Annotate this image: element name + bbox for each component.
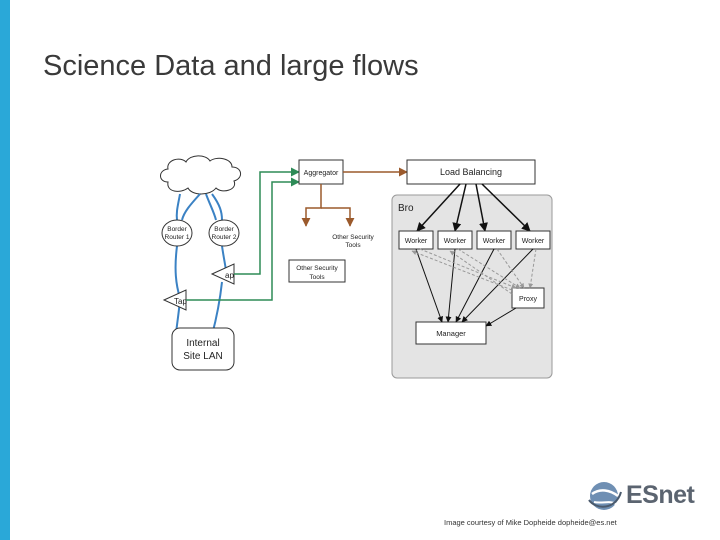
brown-links xyxy=(301,167,408,227)
bro-cluster-box xyxy=(391,194,553,379)
network-diagram: Bro Border Router 1 Border Router 2 ap T… xyxy=(160,155,553,379)
svg-text:Worker: Worker xyxy=(522,238,545,245)
manager-node: Manager xyxy=(415,321,487,345)
svg-text:Tap: Tap xyxy=(174,297,187,306)
svg-text:Router 2: Router 2 xyxy=(212,234,237,241)
svg-text:Border: Border xyxy=(167,226,187,233)
balancer-links xyxy=(416,183,531,232)
blue-links xyxy=(174,193,227,336)
svg-text:Site LAN: Site LAN xyxy=(183,351,222,362)
esnet-logo xyxy=(588,482,622,510)
svg-text:ap: ap xyxy=(225,271,234,280)
svg-text:Router 1: Router 1 xyxy=(165,234,190,241)
border-router-2: Border Router 2 xyxy=(208,219,240,247)
svg-text:Manager: Manager xyxy=(436,329,466,338)
internal-site-lan: Internal Site LAN xyxy=(171,327,235,371)
other-security-tools-b: Other Security Tools xyxy=(288,259,346,283)
svg-text:Internal: Internal xyxy=(186,338,219,349)
svg-text:Tools: Tools xyxy=(345,242,361,249)
internet-cloud-icon xyxy=(160,155,241,195)
image-credit: Image courtesy of Mike Dopheide dopheide… xyxy=(444,518,617,527)
aggregator-node: Aggregator xyxy=(298,159,344,185)
worker-2: Worker xyxy=(437,230,473,250)
svg-text:Worker: Worker xyxy=(444,238,467,245)
load-balancing-node: Load Balancing xyxy=(406,159,536,185)
worker-3: Worker xyxy=(476,230,512,250)
svg-text:Tools: Tools xyxy=(309,274,325,281)
border-router-1: Border Router 1 xyxy=(161,219,193,247)
svg-text:Other Security: Other Security xyxy=(296,265,338,272)
tap-upper: ap xyxy=(210,263,235,285)
globe-icon xyxy=(588,482,622,510)
green-links xyxy=(186,167,300,301)
bro-label: Bro xyxy=(398,203,414,214)
svg-text:Aggregator: Aggregator xyxy=(304,170,339,177)
worker-1: Worker xyxy=(398,230,434,250)
proxy-node: Proxy xyxy=(511,287,545,309)
svg-text:Border: Border xyxy=(214,226,234,233)
proxy-links xyxy=(411,248,537,295)
other-security-tools-a: Other Security Tools xyxy=(325,228,381,250)
svg-text:Worker: Worker xyxy=(405,238,428,245)
svg-text:Load Balancing: Load Balancing xyxy=(440,167,502,177)
esnet-logo-text: ESnet xyxy=(626,481,695,509)
svg-text:Worker: Worker xyxy=(483,238,506,245)
accent-bar xyxy=(0,0,10,540)
tap-lower: Tap xyxy=(162,289,187,311)
manager-links xyxy=(415,248,534,327)
worker-4: Worker xyxy=(515,230,551,250)
svg-text:Proxy: Proxy xyxy=(519,296,537,303)
slide-title: Science Data and large flows xyxy=(43,50,419,82)
svg-text:Other Security: Other Security xyxy=(332,234,374,241)
